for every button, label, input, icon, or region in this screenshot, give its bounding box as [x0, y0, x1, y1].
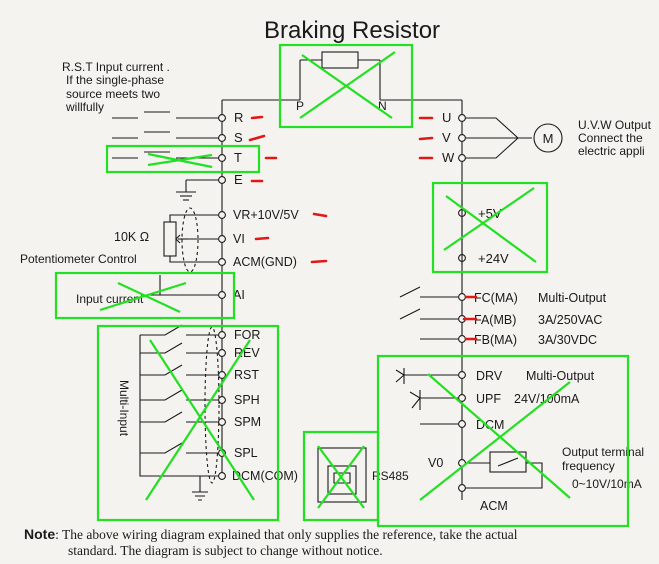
ao-label2: frequency [562, 459, 615, 473]
supply-section: +5V +24V [458, 200, 509, 266]
meter-symbol [489, 451, 527, 473]
digital-inputs: FOR REV RST SPH SPM SPL DCM(COM) Multi-I… [117, 324, 298, 501]
rs485-port: RS485 [317, 447, 409, 503]
relay-rating-ac: 3A/250VAC [538, 313, 602, 327]
ao-acm: ACM [480, 499, 508, 513]
di-sph: SPH [234, 393, 260, 407]
terminal-ai: AI [233, 288, 245, 302]
annotation-box [376, 354, 630, 528]
pot-label: Potentiometer Control [20, 252, 137, 266]
terminal-e: E [234, 172, 243, 187]
input-terminals: R S T E [218, 110, 243, 187]
annotation-box [278, 43, 414, 129]
terminal-acm: ACM(GND) [233, 255, 297, 269]
analog-section: VR+10V/5V VI ACM(GND) AI 10K Ω Potentiom… [20, 207, 299, 306]
terminal-u: U [442, 110, 451, 125]
note-line-1: Note: The above wiring diagram explained… [24, 526, 517, 543]
output-note-line: Connect the [578, 131, 643, 145]
annotation-box [54, 271, 236, 320]
oc-drv: DRV [476, 369, 503, 383]
terminal-s: S [234, 130, 243, 145]
resistor-symbol [321, 51, 359, 69]
note-key: Note [24, 526, 56, 542]
di-spl: SPL [234, 446, 258, 460]
di-rev: REV [234, 346, 260, 360]
annotation-box [96, 324, 280, 522]
relay-fc: FC(MA) [474, 291, 518, 305]
rs485-label: RS485 [372, 469, 409, 483]
oc-label: Multi-Output [526, 369, 595, 383]
red-markers [248, 115, 478, 341]
terminal-r: R [234, 110, 243, 125]
terminal-t: T [234, 150, 242, 165]
input-note-line: willfully [65, 100, 104, 114]
green-annotations [54, 43, 630, 528]
pot-value: 10K Ω [114, 230, 149, 244]
note-line-2: standard. The diagram is subject to chan… [68, 543, 383, 558]
multi-input-label: Multi-Input [117, 380, 131, 437]
terminal-vi: VI [233, 232, 245, 246]
analog-output: V0 ACM Output terminal frequency 0~10V/1… [428, 445, 644, 513]
relay-fa: FA(MB) [474, 313, 516, 327]
annotation-box [431, 181, 549, 274]
ao-v0: V0 [428, 456, 443, 470]
annotation-box [105, 144, 261, 174]
relay-label: Multi-Output [538, 291, 607, 305]
potentiometer-symbol [163, 221, 177, 257]
motor-symbol [533, 123, 563, 153]
title: Braking Resistor [264, 17, 440, 44]
terminal-w: W [442, 150, 455, 165]
terminal-vr: VR+10V/5V [233, 208, 299, 222]
braking-resistor: P N [296, 51, 387, 113]
output-note-line: electric appli [578, 144, 645, 158]
di-rst: RST [234, 368, 259, 382]
terminal-v: V [442, 130, 451, 145]
motor-label: M [543, 131, 554, 146]
open-collector-output: DRV UPF DCM Multi-Output 24V/100mA [395, 368, 595, 432]
output-note-line: U.V.W Output [578, 118, 652, 132]
brake-n: N [378, 99, 387, 113]
supply-24v: +24V [478, 251, 509, 266]
input-note-line: source meets two [66, 87, 160, 101]
note-text-1: : The above wiring diagram explained tha… [55, 527, 518, 542]
input-note-line: R.S.T Input current . [62, 60, 170, 74]
di-for: FOR [234, 328, 260, 342]
di-dcm-com: DCM(COM) [232, 469, 298, 483]
relay-output: FC(MA) FA(MB) FB(MA) Multi-Output 3A/250… [399, 286, 607, 347]
relay-rating-dc: 3A/30VDC [538, 333, 597, 347]
input-note-line: If the single-phase [66, 73, 164, 87]
ao-range: 0~10V/10mA [572, 477, 642, 491]
relay-fb: FB(MA) [474, 333, 517, 347]
oc-upf: UPF [476, 392, 501, 406]
brake-p: P [296, 99, 304, 113]
input-wiring [112, 111, 222, 201]
ao-label1: Output terminal [562, 445, 644, 459]
output-terminals: U V W M U.V.W Output Connect the electri… [442, 110, 652, 165]
di-spm: SPM [234, 415, 261, 429]
input-note: R.S.T Input current . If the single-phas… [62, 60, 170, 114]
supply-5v: +5V [478, 206, 502, 221]
